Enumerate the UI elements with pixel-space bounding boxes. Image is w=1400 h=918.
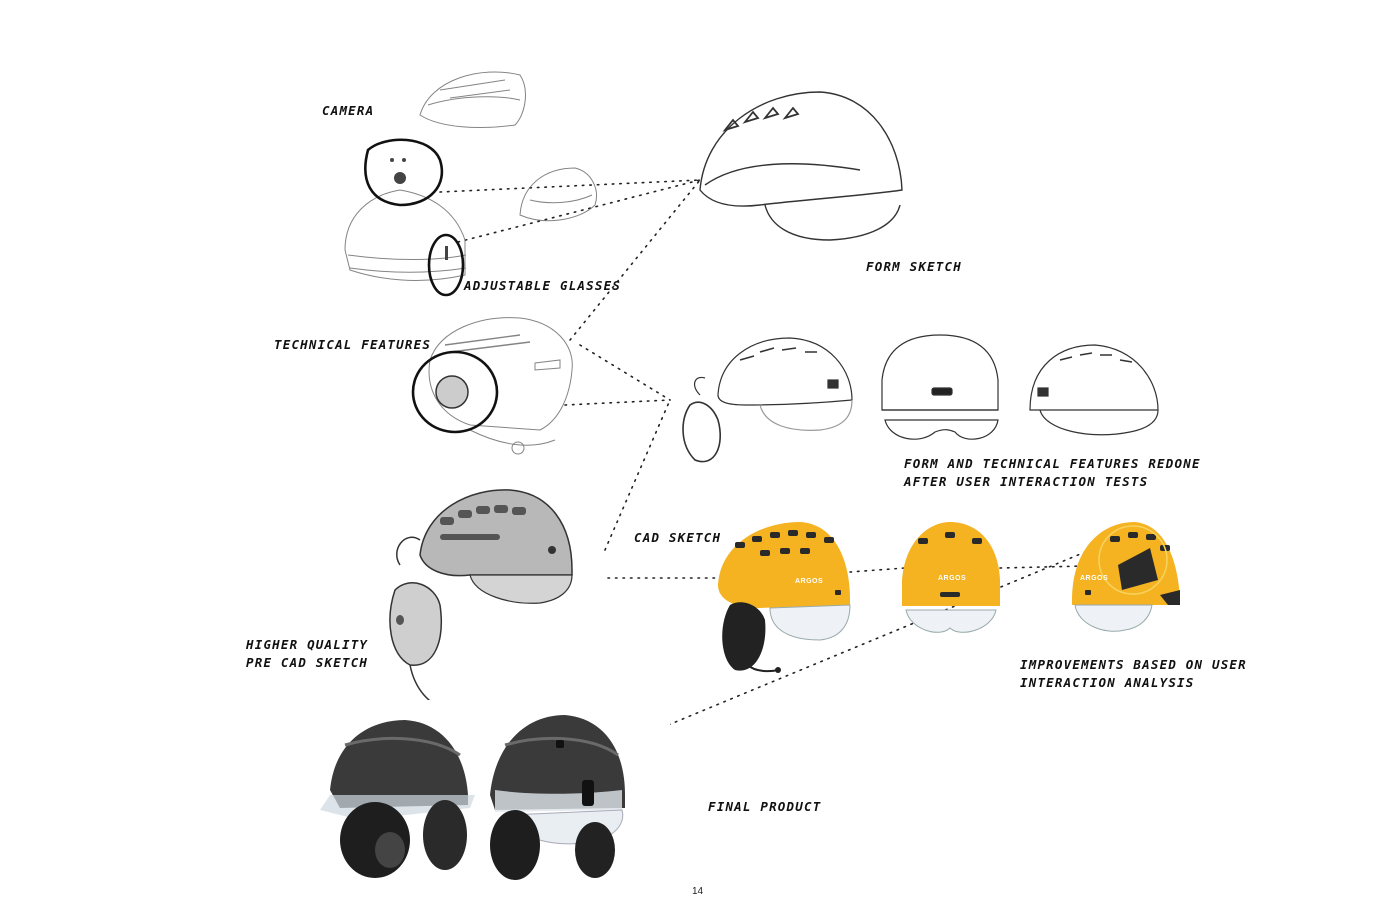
- label-final-product: FINAL PRODUCT: [708, 799, 822, 814]
- label-technical-features: TECHNICAL FEATURES: [274, 337, 432, 352]
- connector-technical-redone: [564, 399, 671, 406]
- connector-technical-redone-2: [579, 344, 671, 401]
- label-form-redone-line1: FORM AND TECHNICAL FEATURES REDONE: [904, 456, 1201, 471]
- connector-technical-form: [569, 179, 701, 341]
- cad-helmet-rear: ARGOS: [1072, 522, 1180, 632]
- cad-helmet-side: ARGOS: [718, 522, 851, 673]
- cad-brand-mark-1: ARGOS: [795, 578, 823, 585]
- final-product-photo: [300, 700, 670, 918]
- label-improvements-line2: INTERACTION ANALYSIS: [1020, 675, 1195, 690]
- label-form-redone-line2: AFTER USER INTERACTION TESTS: [904, 474, 1149, 489]
- cad-brand-mark-2: ARGOS: [938, 575, 966, 582]
- label-higher-quality-line1: HIGHER QUALITY: [246, 637, 369, 652]
- connector-camera-form: [439, 179, 701, 193]
- technical-highlight-circle: [411, 350, 499, 434]
- page-number: 14: [692, 886, 704, 897]
- connector-final-cad: [619, 549, 1091, 746]
- label-cad-sketch: CAD SKETCH: [634, 530, 722, 545]
- label-improvements-line1: IMPROVEMENTS BASED ON USER: [1020, 657, 1247, 672]
- cad-brand-mark-3: ARGOS: [1080, 575, 1108, 582]
- label-adjustable-glasses: ADJUSTABLE GLASSES: [464, 278, 622, 293]
- connector-cad-1-2: [849, 567, 906, 573]
- label-form-sketch: FORM SKETCH: [866, 259, 962, 274]
- camera-highlight-circle: [364, 138, 444, 207]
- cad-helmet-front: ARGOS: [902, 522, 1000, 633]
- label-higher-quality-line2: PRE CAD SKETCH: [246, 655, 369, 670]
- connector-precad-redone: [604, 399, 671, 551]
- label-camera: CAMERA: [322, 103, 375, 118]
- glasses-highlight-circle: [427, 233, 465, 297]
